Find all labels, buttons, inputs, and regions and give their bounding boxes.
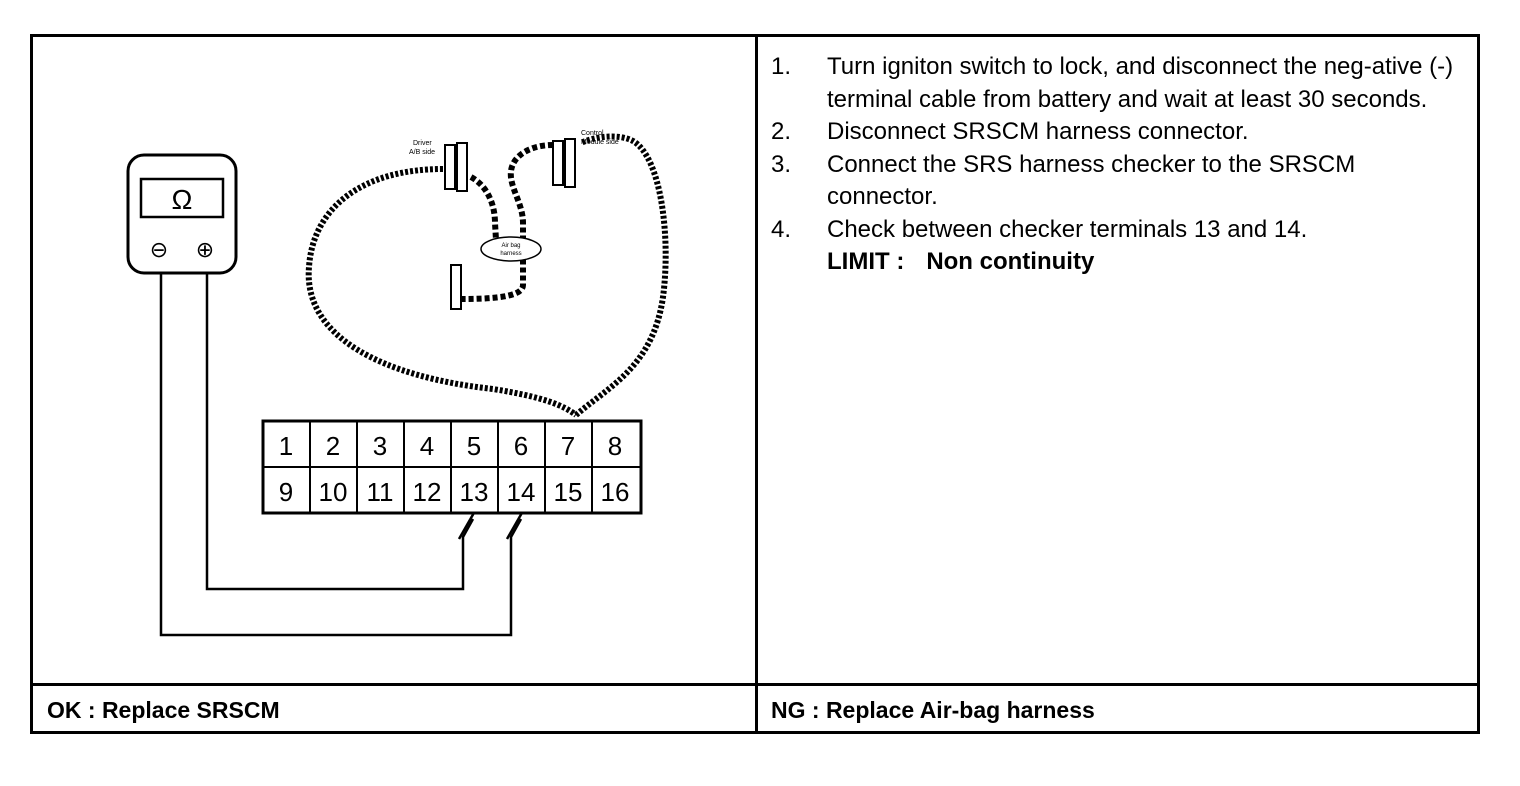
step-text: Disconnect SRSCM harness connector. [827, 118, 1249, 145]
ohm-symbol: Ω [172, 184, 193, 215]
harness-right-loop [574, 133, 669, 418]
step-3: 3. Connect the SRS harness checker to the… [771, 149, 1471, 214]
driver-airbag-connector [444, 142, 468, 192]
harness-left-loop [305, 166, 578, 418]
column-divider [755, 37, 758, 731]
result-row-divider [33, 683, 1477, 686]
terminal-4: 4 [420, 431, 434, 461]
harness-label-2: harness [500, 251, 521, 257]
negative-probe-lead [159, 273, 523, 637]
probe-tip-13 [457, 510, 477, 540]
step-text: Check between checker terminals 13 and 1… [827, 215, 1308, 243]
positive-probe-lead [205, 273, 475, 591]
procedure-steps: 1. Turn igniton switch to lock, and disco… [771, 51, 1471, 279]
harness-checker-block: 1 2 3 4 5 6 7 8 9 10 11 12 13 14 15 16 [261, 419, 643, 515]
terminal-1: 1 [279, 431, 293, 461]
terminal-10: 10 [319, 477, 348, 507]
terminal-16: 16 [601, 477, 630, 507]
terminal-9: 9 [279, 477, 293, 507]
wiring-diagram-svg: Ω ⊖ ⊕ [126, 130, 669, 637]
step-number: 1. [771, 53, 792, 80]
step-1: 1. Turn igniton switch to lock, and disco… [771, 51, 1471, 116]
limit-label: LIMIT : [827, 248, 905, 275]
wiring-diagram: Ω ⊖ ⊕ [33, 37, 755, 683]
step-number: 4. [771, 215, 792, 243]
step-text: Connect the SRS harness checker to the S… [827, 150, 1356, 211]
terminal-12: 12 [413, 477, 442, 507]
ok-result: OK : Replace SRSCM [47, 697, 280, 723]
harness-branch-2 [460, 142, 554, 302]
terminal-13: 13 [460, 477, 489, 507]
limit-value: Non continuity [926, 248, 1095, 275]
harness-label-tag [480, 236, 542, 262]
positive-terminal-icon: ⊕ [196, 237, 214, 262]
probe-tip-14 [505, 510, 525, 540]
driver-side-label: A/B side [409, 149, 435, 156]
limit-spec: LIMIT : Non continuity [771, 246, 1471, 279]
terminal-8: 8 [608, 431, 622, 461]
step-2: 2. Disconnect SRSCM harness connector. [771, 116, 1471, 149]
terminal-5: 5 [467, 431, 481, 461]
terminal-3: 3 [373, 431, 387, 461]
terminal-11: 11 [367, 477, 394, 507]
driver-label: Driver [413, 140, 432, 147]
negative-terminal-icon: ⊖ [150, 237, 168, 262]
terminal-14: 14 [507, 477, 536, 507]
step-number: 2. [771, 118, 792, 145]
terminal-6: 6 [514, 431, 528, 461]
procedure-table: Ω ⊖ ⊕ [30, 34, 1480, 734]
step-text: Turn igniton switch to lock, and disconn… [827, 53, 1454, 113]
step-4: 4. Check between checker terminals 13 and… [771, 214, 1471, 247]
harness-end-connector [450, 264, 462, 310]
harness-label: Air bag [501, 243, 520, 249]
step-number: 3. [771, 150, 792, 178]
ng-result: NG : Replace Air-bag harness [771, 697, 1095, 723]
control-side-label: Module side [581, 139, 619, 146]
terminal-7: 7 [561, 431, 575, 461]
ohmmeter: Ω ⊖ ⊕ [126, 153, 238, 275]
terminal-15: 15 [554, 477, 583, 507]
control-label: Control [581, 130, 604, 137]
terminal-2: 2 [326, 431, 340, 461]
control-module-connector [552, 138, 576, 188]
